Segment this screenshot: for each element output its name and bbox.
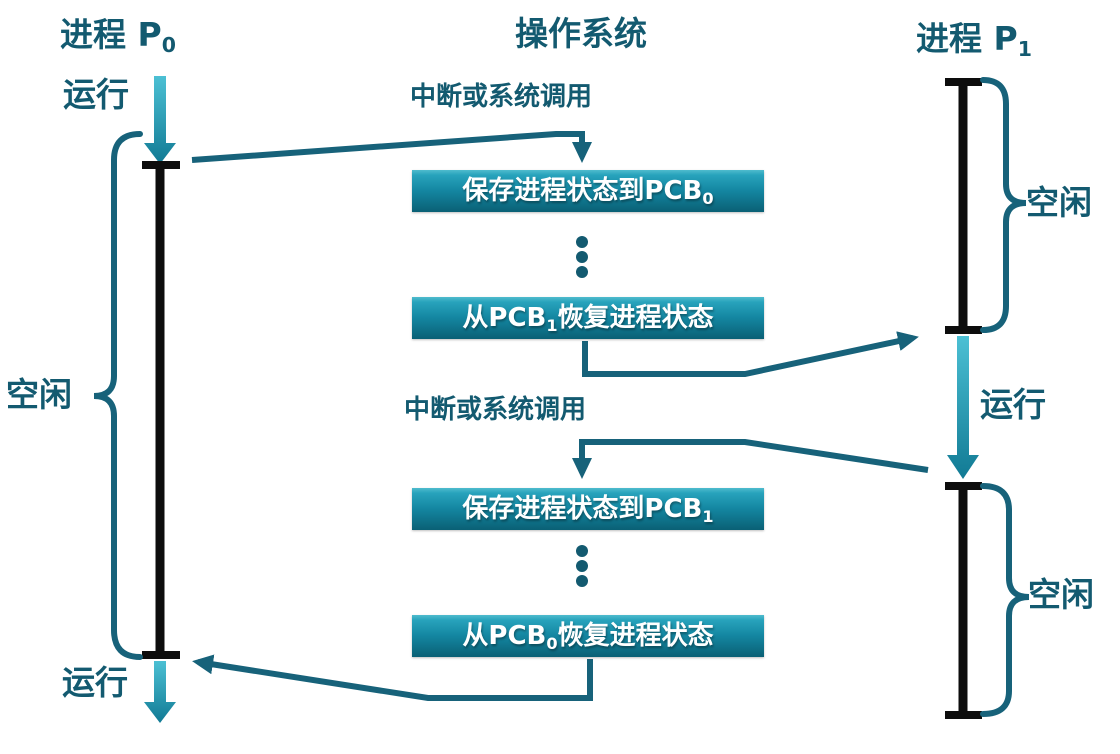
save-state-pcb0-box: 保存进程状态到PCB0 [412, 170, 764, 212]
resume-arrow-p1 [582, 331, 919, 377]
p0-title-text: 进程 P [60, 15, 162, 54]
restore-pcb1-text: 从PCB [462, 303, 547, 333]
p0-title-subscript: 0 [161, 33, 176, 58]
p0-timeline [142, 161, 180, 659]
interrupt-arrow-2 [572, 439, 929, 479]
p0-run-top-arrow-icon [144, 76, 176, 164]
save-pcb0-text: 保存进程状态到PCB [462, 176, 703, 206]
restore-pcb0-text: 从PCB [462, 621, 547, 651]
restore-pcb0-text-post: 恢复进程状态 [557, 621, 714, 651]
p1-title-text: 进程 P [916, 19, 1018, 58]
resume-arrow-p0 [192, 654, 593, 701]
interrupt-label-1: 中断或系统调用 [410, 82, 593, 112]
restore-pcb1-subscript: 1 [546, 315, 558, 335]
p1-run-arrow-icon [947, 336, 979, 479]
restore-state-pcb1-box: 从PCB1恢复进程状态 [412, 297, 764, 339]
p1-timeline-first [945, 78, 982, 334]
save-state-pcb1-box: 保存进程状态到PCB1 [412, 488, 764, 530]
save-pcb1-subscript: 1 [702, 506, 714, 526]
save-pcb1-text: 保存进程状态到PCB [462, 494, 703, 524]
p0-idle-label: 空闲 [6, 375, 72, 414]
restore-pcb1-text-post: 恢复进程状态 [557, 303, 714, 333]
restore-pcb0-subscript: 0 [546, 633, 558, 653]
p0-run-bottom-label: 运行 [62, 663, 128, 702]
ellipsis-dots-icon-2 [576, 545, 588, 587]
interrupt-label-2: 中断或系统调用 [404, 395, 587, 425]
p0-run-bottom-arrow-icon [144, 661, 176, 723]
p0-idle-brace [93, 131, 143, 660]
os-title: 操作系统 [515, 14, 647, 53]
p1-idle-bottom-label: 空闲 [1028, 575, 1094, 614]
restore-state-pcb0-box: 从PCB0恢复进程状态 [412, 615, 764, 657]
p1-timeline-second [945, 482, 982, 719]
p1-idle-bottom-brace [980, 483, 1030, 717]
save-pcb0-subscript: 0 [702, 188, 714, 208]
p0-title: 进程 P0 [60, 16, 176, 58]
p0-run-top-label: 运行 [63, 75, 129, 114]
p1-title: 进程 P1 [916, 20, 1032, 62]
ellipsis-dots-icon-1 [576, 236, 588, 278]
p1-idle-top-label: 空闲 [1026, 183, 1092, 222]
interrupt-arrow-1 [191, 131, 592, 163]
p1-run-label: 运行 [980, 385, 1046, 424]
p1-title-subscript: 1 [1017, 37, 1032, 62]
p1-idle-top-brace [980, 77, 1027, 333]
